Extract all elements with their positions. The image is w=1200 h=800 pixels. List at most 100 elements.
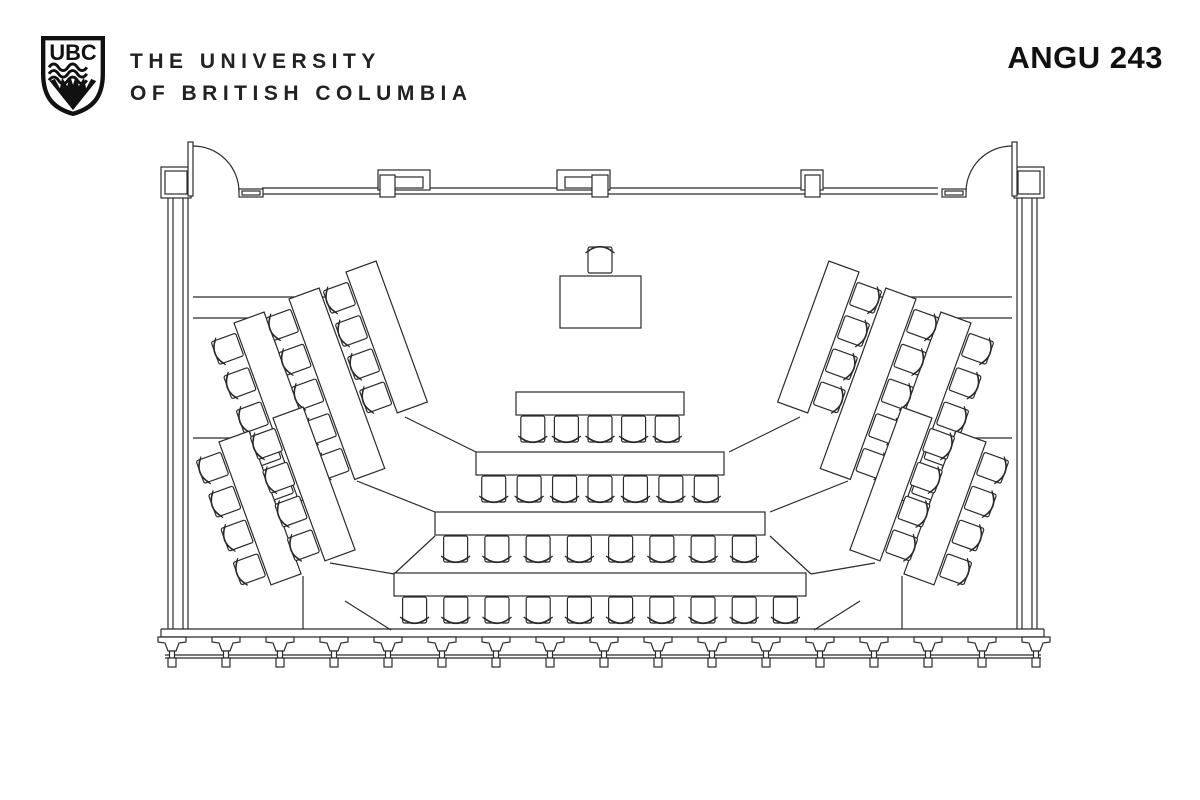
chair <box>208 485 242 519</box>
chair <box>655 475 686 504</box>
chair <box>688 535 719 564</box>
table <box>288 287 386 481</box>
wall-fixture <box>377 169 431 198</box>
table <box>776 260 860 414</box>
door-threshold-inner <box>241 190 261 196</box>
chair <box>233 553 266 586</box>
angled-table-group <box>250 406 356 562</box>
support-stanchion <box>535 636 565 668</box>
stanchion-stem <box>438 650 446 659</box>
angled-table-group <box>819 287 939 481</box>
chair <box>885 529 918 562</box>
stanchion-foot <box>869 657 879 668</box>
tier-edge <box>810 562 876 575</box>
chair <box>906 309 939 342</box>
support-stanchion <box>805 636 835 668</box>
university-name: THE UNIVERSITY OF BRITISH COLUMBIA <box>130 46 472 110</box>
chair <box>646 535 677 564</box>
stanchion-foot <box>167 657 177 668</box>
angled-table-group <box>903 430 1009 586</box>
chair <box>963 485 997 519</box>
instructor-desk <box>559 275 642 329</box>
stanchion-stem <box>600 650 608 659</box>
tier-edge <box>329 562 395 575</box>
chair <box>514 475 545 504</box>
stanchion-foot <box>329 657 339 668</box>
stanchion-foot <box>815 657 825 668</box>
chair <box>893 343 927 377</box>
stanchion-foot <box>491 657 501 668</box>
support-stanchion <box>1021 636 1051 668</box>
chair <box>691 475 722 504</box>
table <box>393 572 807 597</box>
table <box>475 451 725 476</box>
stanchion-foot <box>761 657 771 668</box>
support-stanchion <box>157 636 187 668</box>
tier-edge <box>356 480 436 513</box>
door-leaf <box>1011 141 1018 197</box>
right-section <box>728 141 1045 631</box>
stanchion-stem <box>654 650 662 659</box>
university-name-line2: OF BRITISH COLUMBIA <box>130 82 473 105</box>
chair <box>223 367 257 400</box>
chair <box>211 333 244 366</box>
chair <box>729 596 760 625</box>
wall-fixture-panel <box>591 174 609 198</box>
chair <box>652 415 683 444</box>
stanchion-foot <box>977 657 987 668</box>
chair <box>440 535 471 564</box>
chair <box>335 315 368 348</box>
chair <box>837 315 870 348</box>
angled-table-group <box>776 260 882 414</box>
table <box>849 406 933 562</box>
chair <box>262 461 296 495</box>
wall-pilaster-inner <box>1017 170 1041 195</box>
wall-fixture <box>800 169 824 198</box>
stanchion-stem <box>546 650 554 659</box>
chair <box>939 553 972 586</box>
center-row <box>475 451 725 504</box>
chair <box>287 529 320 562</box>
angled-table-group <box>323 260 429 414</box>
chair <box>961 333 994 366</box>
door-swing-arc <box>965 145 1013 193</box>
stanchion-stem <box>222 650 230 659</box>
table <box>272 406 356 562</box>
chair <box>897 495 931 529</box>
instructor-station <box>559 245 642 329</box>
support-stanchion <box>697 636 727 668</box>
angled-table-group <box>849 406 955 562</box>
stanchion-stem <box>708 650 716 659</box>
wall-fixture-panel <box>804 174 821 198</box>
stanchion-stem <box>1032 650 1040 659</box>
chair <box>812 381 846 414</box>
center-row <box>393 572 807 625</box>
support-stanchion <box>319 636 349 668</box>
chair <box>220 519 254 553</box>
stanchion-stem <box>168 650 176 659</box>
tier-edge <box>393 535 436 575</box>
support-stanchion <box>859 636 889 668</box>
support-stanchion <box>481 636 511 668</box>
stanchion-foot <box>383 657 393 668</box>
support-stanchion <box>913 636 943 668</box>
svg-text:UBC: UBC <box>49 40 96 65</box>
table <box>515 391 685 416</box>
chair <box>825 348 858 381</box>
angled-table-group <box>266 287 386 481</box>
chair <box>976 452 1009 485</box>
chair <box>399 596 430 625</box>
chair <box>481 535 512 564</box>
chair <box>620 475 651 504</box>
chair <box>948 367 982 400</box>
support-stanchion <box>427 636 457 668</box>
stanchion-foot <box>707 657 717 668</box>
chair <box>849 282 882 315</box>
chair <box>278 343 312 377</box>
center-row <box>515 391 685 444</box>
stanchion-foot <box>923 657 933 668</box>
chair <box>585 415 615 444</box>
chair <box>347 348 380 381</box>
chair <box>585 245 615 274</box>
